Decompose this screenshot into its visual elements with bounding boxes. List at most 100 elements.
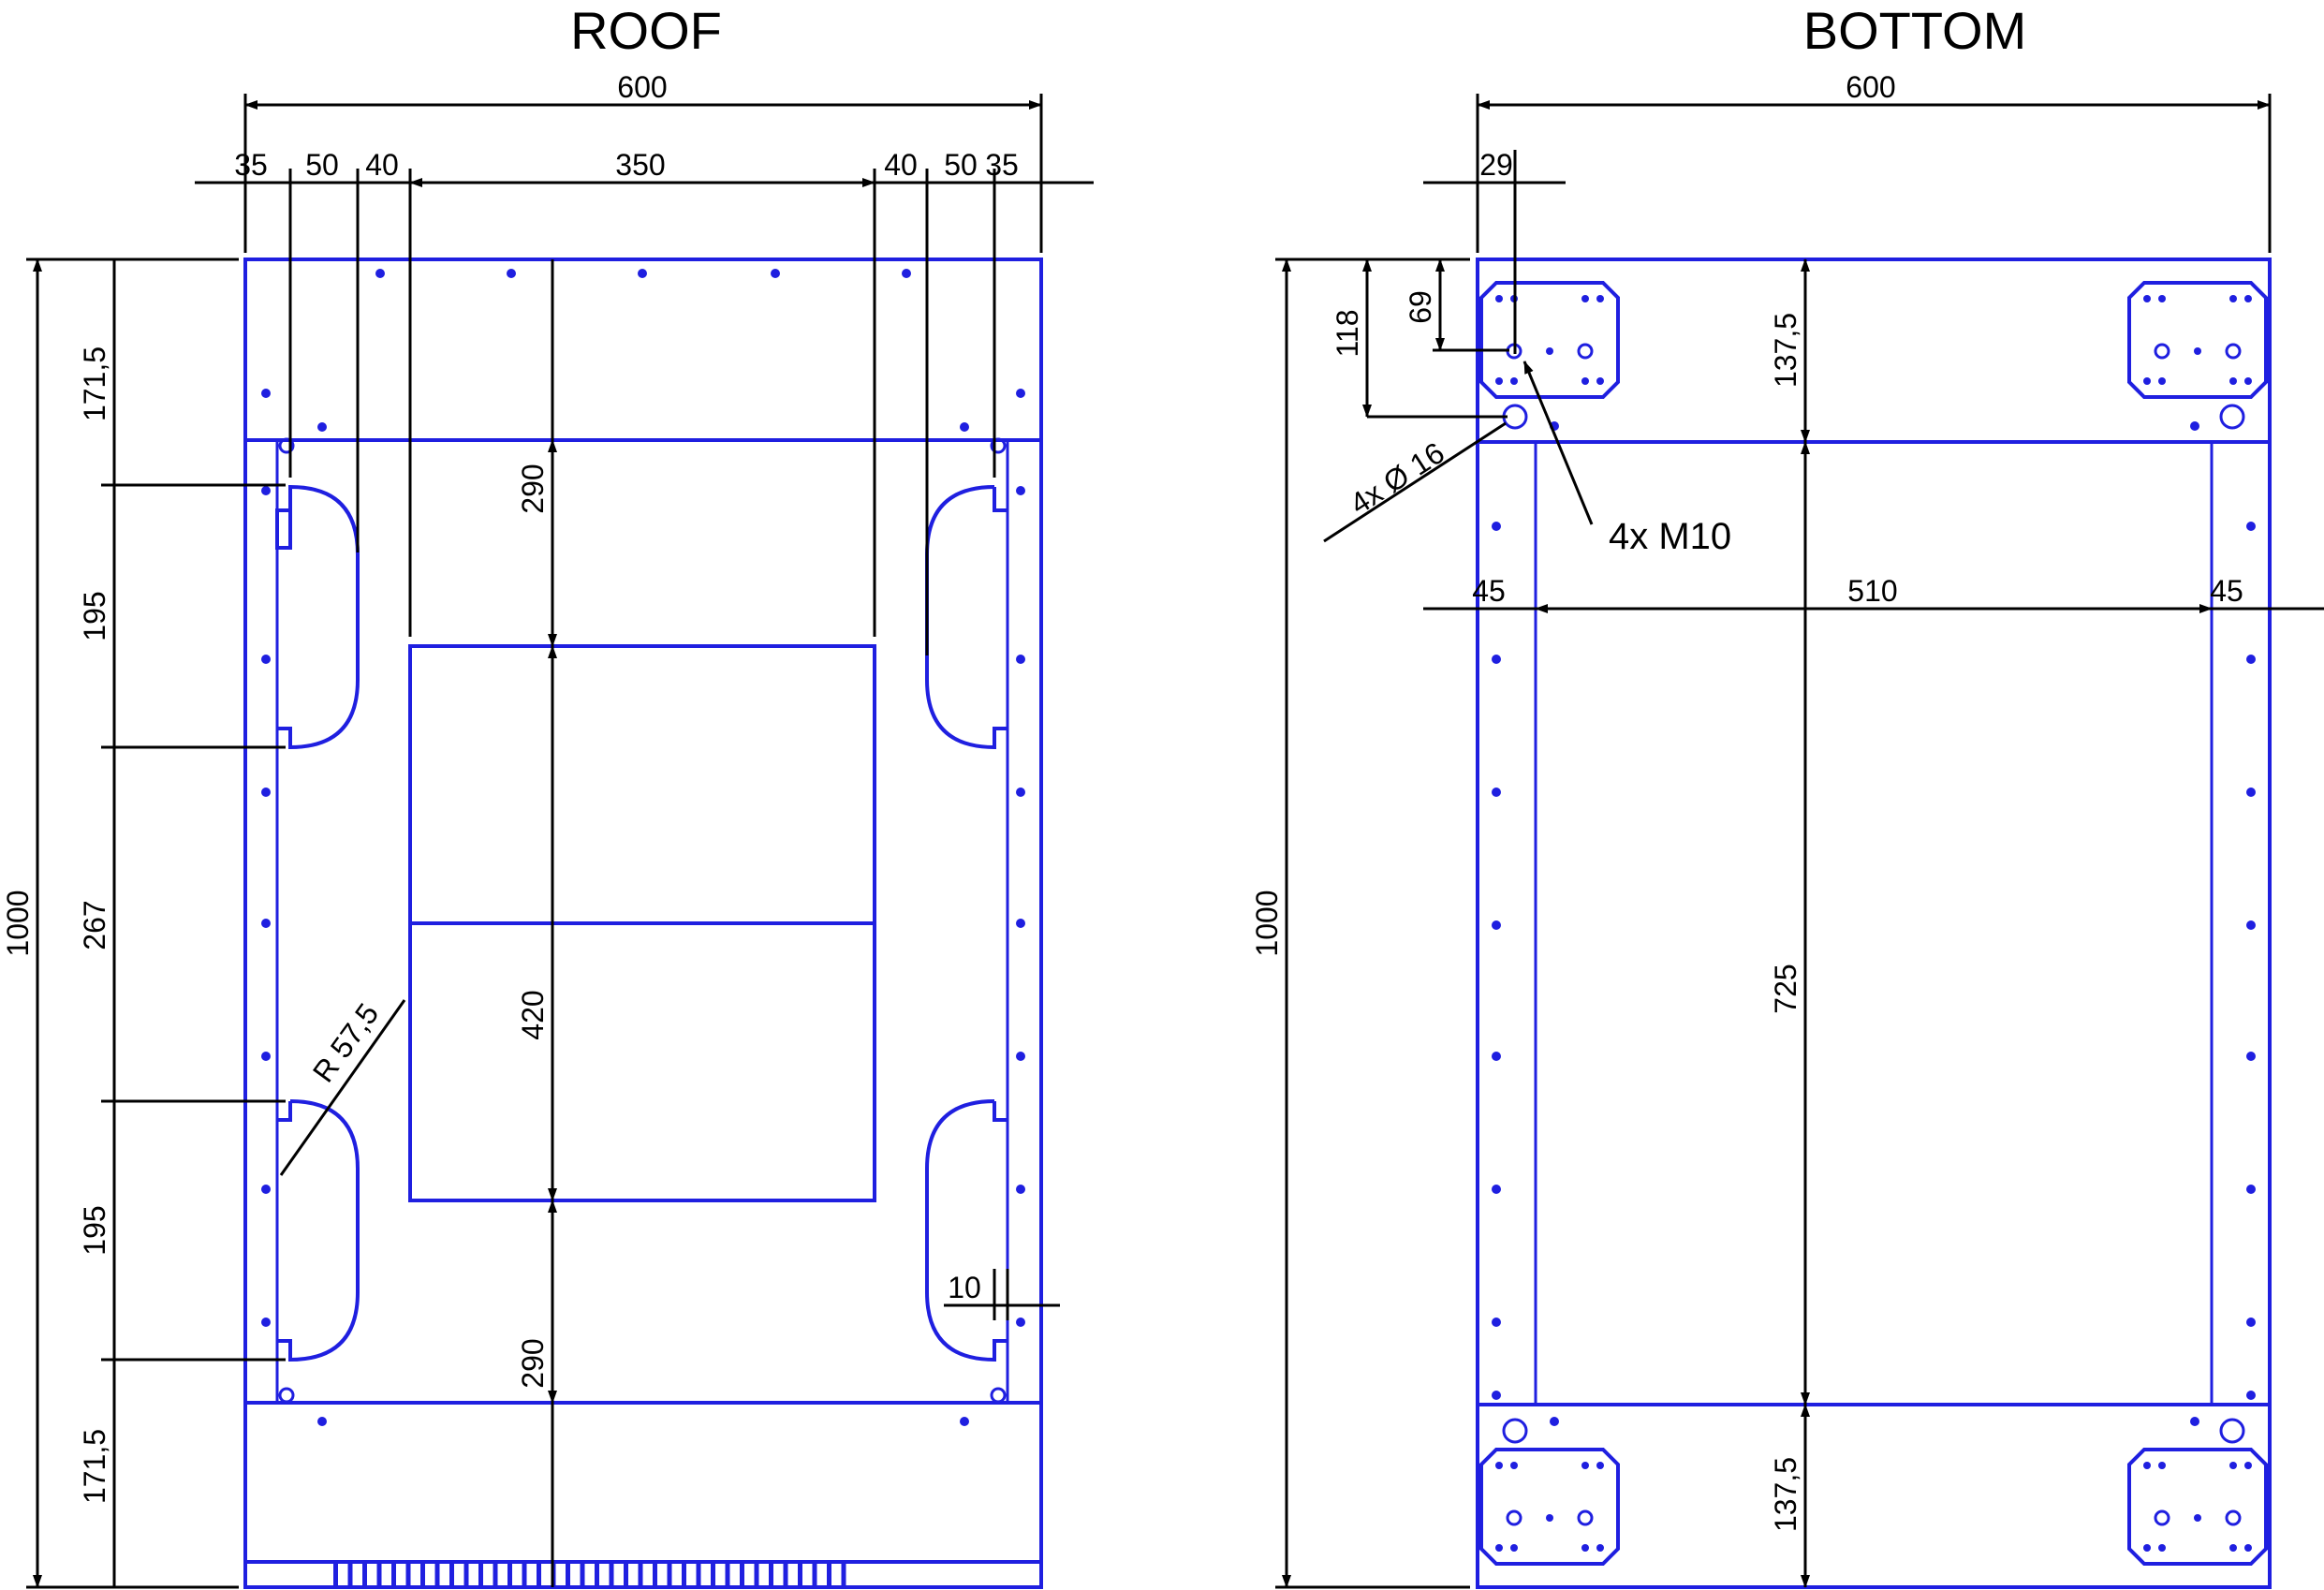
foot-thread-hole xyxy=(2154,1509,2170,1526)
roof-center-dim-290-top: 290 xyxy=(516,464,550,513)
bottom-thread-label: 4x M10 xyxy=(1609,516,1731,557)
bottom-rail-dim-45-right: 45 xyxy=(2210,574,2243,608)
roof-dim-40-right: 40 xyxy=(884,148,918,182)
vent-slot xyxy=(682,1564,686,1586)
roof-dim-350: 350 xyxy=(615,148,665,182)
bottom-hole xyxy=(1492,655,1501,664)
roof-dim-50-left: 50 xyxy=(305,148,339,182)
bottom-center-dim-137-bottom: 137,5 xyxy=(1769,1457,1802,1532)
vent-slot xyxy=(769,1564,773,1586)
foot-bolt xyxy=(1596,1462,1604,1469)
vent-slot xyxy=(638,1564,643,1586)
bottom-rail-dim-510: 510 xyxy=(1847,574,1897,608)
bottom-mounting-holes xyxy=(1492,421,2256,1426)
bottom-foot-plate-bottom-right xyxy=(2127,1448,2268,1566)
roof-mounting-holes xyxy=(261,269,1025,1426)
bottom-hole xyxy=(2246,522,2256,531)
foot-bolt xyxy=(1581,377,1589,385)
bottom-center-dim-137-top: 137,5 xyxy=(1769,313,1802,388)
roof-view: ROOF 600 35 50 40 xyxy=(1,1,1094,1589)
bottom-hole xyxy=(1492,1052,1501,1061)
vent-slot xyxy=(798,1564,802,1586)
bottom-foot-plate-bottom-left xyxy=(1479,1448,1620,1566)
bottom-dim-29: 29 xyxy=(1479,148,1513,182)
bottom-hole xyxy=(1550,1417,1559,1426)
foot-bolt xyxy=(2158,295,2166,302)
foot-bolt xyxy=(2143,1544,2151,1552)
bottom-foot-plate-top-right xyxy=(2127,281,2268,399)
foot-bolt xyxy=(1495,1462,1503,1469)
bottom-view: BOTTOM 600 29 118 69 4x Ø 16 xyxy=(1250,1,2324,1589)
foot-bolt xyxy=(2158,377,2166,385)
roof-hole xyxy=(261,1318,271,1327)
roof-hole xyxy=(902,269,911,278)
roof-outline xyxy=(243,258,1043,1589)
vent-slot xyxy=(449,1564,454,1586)
foot-bolt xyxy=(1510,377,1518,385)
roof-hole xyxy=(1016,486,1025,495)
foot-bolt xyxy=(1510,1544,1518,1552)
vent-slot xyxy=(783,1564,788,1586)
foot-bolt xyxy=(2229,377,2237,385)
bottom-hole xyxy=(2246,788,2256,797)
roof-hole xyxy=(1016,1052,1025,1061)
roof-hole xyxy=(960,1417,969,1426)
roof-dim-35-right: 35 xyxy=(985,148,1019,182)
bottom-hole xyxy=(2246,920,2256,930)
roof-hole xyxy=(261,788,271,797)
roof-hole xyxy=(261,389,271,398)
roof-radius-leader xyxy=(279,999,406,1176)
foot-hole-16 xyxy=(2219,404,2245,430)
vent-slot xyxy=(537,1564,541,1586)
foot-thread-hole xyxy=(2154,343,2170,360)
roof-center-dim-420: 420 xyxy=(516,990,550,1039)
roof-small-dim-10: 10 xyxy=(948,1271,981,1304)
vent-slot xyxy=(725,1564,730,1586)
vent-slot xyxy=(376,1564,382,1586)
roof-title: ROOF xyxy=(570,1,722,60)
roof-hole xyxy=(261,1185,271,1194)
foot-bolt xyxy=(2143,377,2151,385)
vent-slot xyxy=(812,1564,817,1586)
vent-slot xyxy=(827,1564,831,1586)
foot-bolt xyxy=(2158,1462,2166,1469)
vent-slot xyxy=(347,1564,353,1586)
roof-width-label: 600 xyxy=(617,70,667,104)
foot-bolt xyxy=(2158,1544,2166,1552)
roof-hole xyxy=(261,1052,271,1061)
foot-thread-hole xyxy=(1506,1509,1522,1526)
roof-dim-35-left: 35 xyxy=(234,148,268,182)
vent-slot xyxy=(740,1564,744,1586)
roof-corner-hole xyxy=(278,1387,295,1404)
bottom-hole xyxy=(2246,1052,2256,1061)
vent-slot xyxy=(667,1564,672,1586)
roof-cable-cutout-top-right xyxy=(925,485,1008,750)
roof-hole xyxy=(1016,655,1025,664)
vent-slot xyxy=(754,1564,759,1586)
vent-slot xyxy=(522,1564,527,1586)
bottom-center-dim-725: 725 xyxy=(1769,964,1802,1013)
bottom-rail-dim-45-left: 45 xyxy=(1472,574,1506,608)
vent-slot xyxy=(595,1564,599,1586)
foot-bolt xyxy=(1495,377,1503,385)
roof-vent-grille xyxy=(333,1564,846,1586)
vent-slot xyxy=(507,1564,512,1586)
roof-cable-cutout-bottom-left xyxy=(277,1099,360,1362)
vent-slot xyxy=(391,1564,396,1586)
roof-corner-hole xyxy=(278,437,295,454)
bottom-width-label: 600 xyxy=(1846,70,1895,104)
foot-center-hole xyxy=(2194,347,2201,355)
foot-bolt xyxy=(1510,1462,1518,1469)
bottom-foot-holes xyxy=(1495,295,2252,1552)
roof-hole xyxy=(771,269,780,278)
roof-hole xyxy=(317,1417,327,1426)
roof-hole xyxy=(1016,919,1025,928)
foot-bolt xyxy=(2143,1462,2151,1469)
bottom-hole xyxy=(1492,920,1501,930)
vent-slot xyxy=(405,1564,411,1586)
bottom-dim-118: 118 xyxy=(1331,309,1364,357)
roof-hole xyxy=(507,269,516,278)
vent-slot xyxy=(434,1564,440,1586)
foot-bolt xyxy=(2229,1544,2237,1552)
